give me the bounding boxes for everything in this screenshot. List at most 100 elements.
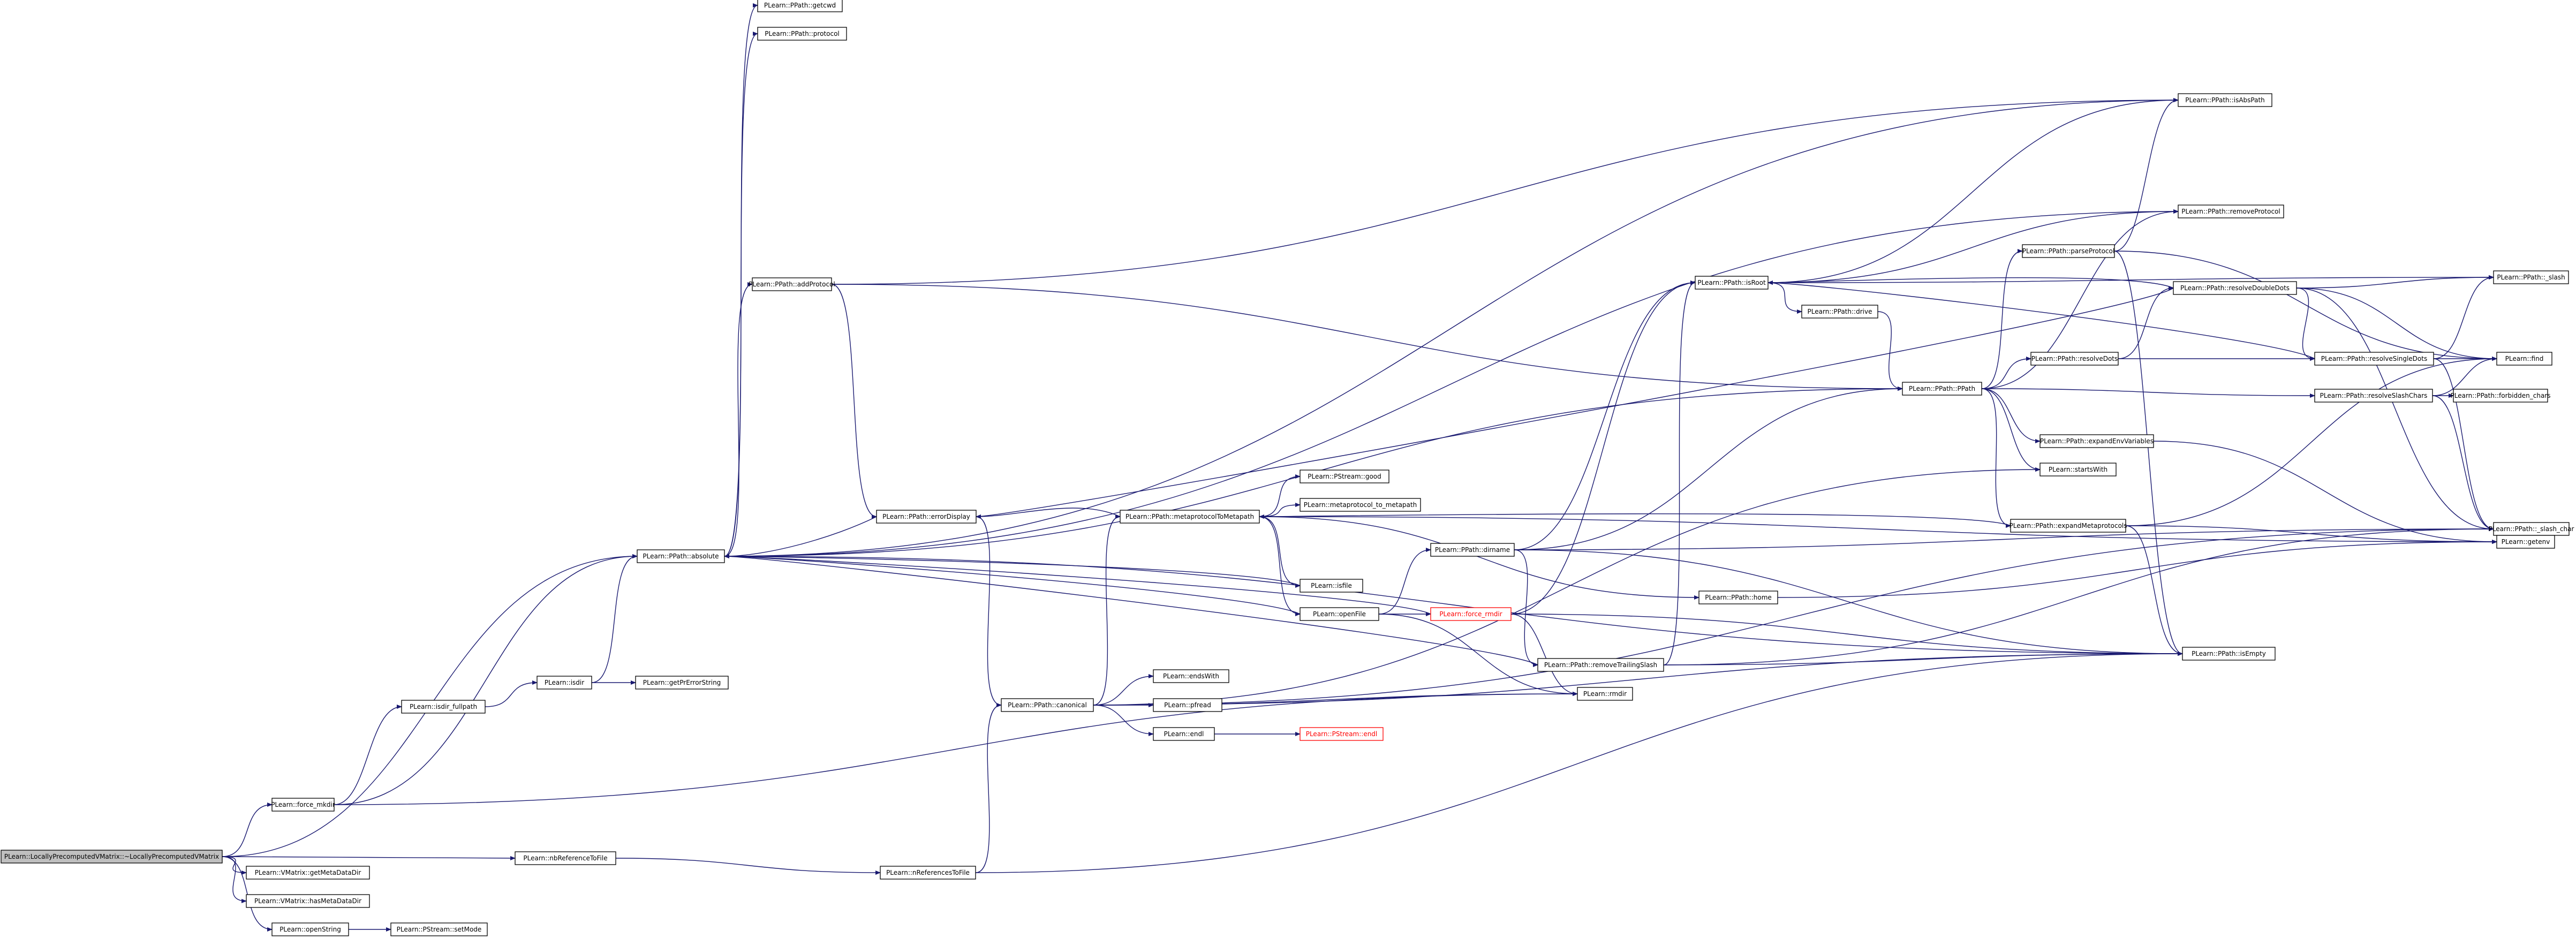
graph-node[interactable]: PLearn::PPath::expandEnvVariables — [2039, 434, 2154, 448]
graph-node[interactable]: PLearn::PPath::getcwd — [757, 0, 843, 12]
graph-node[interactable]: PLearn::rmdir — [1577, 687, 1633, 701]
graph-node[interactable]: PLearn::PPath::removeTrailingSlash — [1537, 658, 1664, 672]
graph-node[interactable]: PLearn::nbReferenceToFile — [515, 851, 616, 865]
graph-node[interactable]: PLearn::force_rmdir — [1430, 607, 1512, 621]
call-edge — [1378, 548, 1431, 615]
graph-node[interactable]: PLearn::PPath::errorDisplay — [876, 510, 977, 524]
graph-node[interactable]: PLearn::isdir — [537, 676, 592, 690]
node-box — [2182, 647, 2276, 661]
graph-node[interactable]: PLearn::PPath::_slash — [2493, 270, 2569, 284]
node-label: PLearn::PPath::parseProtocol — [2022, 247, 2114, 255]
node-label: PLearn::LocallyPrecomputedVMatrix::~Loca… — [4, 853, 219, 860]
graph-node[interactable]: PLearn::PPath::isAbsPath — [2178, 93, 2272, 107]
node-label: PLearn::force_mkdir — [271, 801, 335, 808]
node-label: PLearn::startsWith — [2049, 466, 2107, 473]
graph-node[interactable]: PLearn::PPath::forbidden_chars — [2451, 389, 2551, 403]
node-label: PLearn::PPath::resolveDots — [2031, 355, 2118, 362]
graph-node[interactable]: PLearn::VMatrix::getMetaDataDir — [246, 866, 370, 880]
call-edge — [724, 516, 877, 558]
graph-node[interactable]: PLearn::PPath::_slash_char — [2489, 522, 2574, 536]
graph-node[interactable]: PLearn::endl — [1153, 727, 1215, 741]
graph-node[interactable]: PLearn::PPath::removeProtocol — [2178, 205, 2284, 218]
call-edge — [2432, 395, 2494, 531]
node-box — [1153, 727, 1215, 741]
graph-node[interactable]: PLearn::getenv — [2496, 535, 2555, 549]
graph-node[interactable]: PLearn::PPath::resolveDoubleDots — [2173, 281, 2297, 295]
node-box — [1577, 687, 1633, 701]
call-edge — [724, 554, 1301, 615]
node-label: PLearn::PPath::addProtocol — [749, 281, 835, 288]
call-edge — [2296, 275, 2494, 289]
node-label: PLearn::metaprotocol_to_metapath — [1304, 501, 1417, 509]
call-edge — [222, 856, 247, 903]
graph-node[interactable]: PLearn::PPath::expandMetaprotocols — [2009, 519, 2127, 533]
graph-node[interactable]: PLearn::getPrErrorString — [635, 676, 729, 690]
graph-node[interactable]: PLearn::openString — [271, 922, 349, 936]
call-edge — [831, 98, 2179, 285]
graph-node[interactable]: PLearn::PStream::setMode — [390, 922, 488, 936]
graph-node[interactable]: PLearn::PPath::resolveSlashChars — [2314, 389, 2433, 403]
node-label: PLearn::PStream::endl — [1306, 730, 1378, 738]
call-edge — [2125, 357, 2497, 526]
graph-node[interactable]: PLearn::PPath::dirname — [1430, 543, 1515, 557]
graph-node[interactable]: PLearn::nReferencesToFile — [880, 866, 976, 880]
call-edge — [976, 287, 2174, 519]
node-box — [757, 0, 843, 12]
node-label: PLearn::PPath::removeProtocol — [2181, 208, 2280, 215]
graph-node[interactable]: PLearn::PPath::canonical — [1001, 698, 1094, 712]
graph-node[interactable]: PLearn::startsWith — [2039, 463, 2117, 476]
graph-node[interactable]: PLearn::PPath::PPath — [1902, 382, 1982, 396]
graph-node[interactable]: PLearn::isdir_fullpath — [401, 700, 486, 714]
call-edge — [1510, 614, 2183, 656]
node-label: PLearn::nReferencesToFile — [886, 869, 970, 876]
graph-node[interactable]: PLearn::PPath::absolute — [637, 549, 725, 563]
call-edge — [2433, 358, 2494, 531]
node-box — [1300, 607, 1379, 621]
call-edge — [724, 98, 2179, 557]
graph-node[interactable]: PLearn::PPath::parseProtocol — [2022, 244, 2115, 258]
graph-node[interactable]: PLearn::PStream::endl — [1300, 727, 1384, 741]
graph-node[interactable]: PLearn::PPath::isRoot — [1695, 276, 1769, 290]
graph-node[interactable]: PLearn::PPath::metaprotocolToMetapath — [1120, 510, 1260, 524]
call-edge — [1093, 705, 1154, 736]
graph-node[interactable]: PLearn::pfread — [1153, 698, 1222, 712]
node-box — [637, 549, 725, 563]
call-edge — [1777, 540, 2497, 598]
graph-node[interactable]: PLearn::PPath::home — [1698, 591, 1778, 604]
graph-node[interactable]: PLearn::openFile — [1300, 607, 1379, 621]
graph-node[interactable]: PLearn::find — [2496, 352, 2552, 366]
call-edge — [1981, 388, 2011, 528]
node-box — [752, 277, 832, 291]
call-edge — [1981, 388, 2041, 443]
call-edge — [1259, 503, 1301, 517]
node-box — [2178, 205, 2284, 218]
graph-node[interactable]: PLearn::PPath::resolveSingleDots — [2314, 352, 2434, 366]
node-box — [2496, 352, 2552, 366]
call-edge — [1663, 652, 2183, 665]
graph-node[interactable]: PLearn::force_mkdir — [271, 798, 335, 812]
node-label: PLearn::PPath::_slash — [2497, 274, 2565, 281]
graph-node[interactable]: PLearn::VMatrix::hasMetaDataDir — [246, 894, 370, 908]
node-box — [876, 510, 977, 524]
node-label: PLearn::endsWith — [1163, 672, 1219, 680]
graph-node[interactable]: PLearn::isfile — [1300, 579, 1363, 593]
graph-node[interactable]: PLearn::PPath::addProtocol — [749, 277, 835, 291]
graph-node[interactable]: PLearn::PStream::good — [1300, 470, 1389, 483]
node-box — [1300, 470, 1389, 483]
node-box — [271, 922, 349, 936]
graph-node[interactable]: PLearn::endsWith — [1153, 669, 1229, 683]
node-box — [1902, 382, 1982, 396]
graph-node[interactable]: PLearn::PPath::drive — [1801, 305, 1878, 319]
node-box — [1300, 579, 1363, 593]
node-box — [1001, 698, 1094, 712]
graph-node[interactable]: PLearn::metaprotocol_to_metapath — [1300, 498, 1421, 512]
graph-node[interactable]: PLearn::PPath::protocol — [757, 27, 847, 41]
node-box — [2022, 244, 2115, 258]
call-edge — [591, 554, 638, 683]
graph-node[interactable]: PLearn::LocallyPrecomputedVMatrix::~Loca… — [1, 850, 223, 864]
node-label: PLearn::pfread — [1164, 701, 1211, 709]
node-label: PLearn::PPath::getcwd — [764, 2, 836, 9]
graph-node[interactable]: PLearn::PPath::isEmpty — [2182, 647, 2276, 661]
graph-node[interactable]: PLearn::PPath::resolveDots — [2030, 352, 2119, 366]
